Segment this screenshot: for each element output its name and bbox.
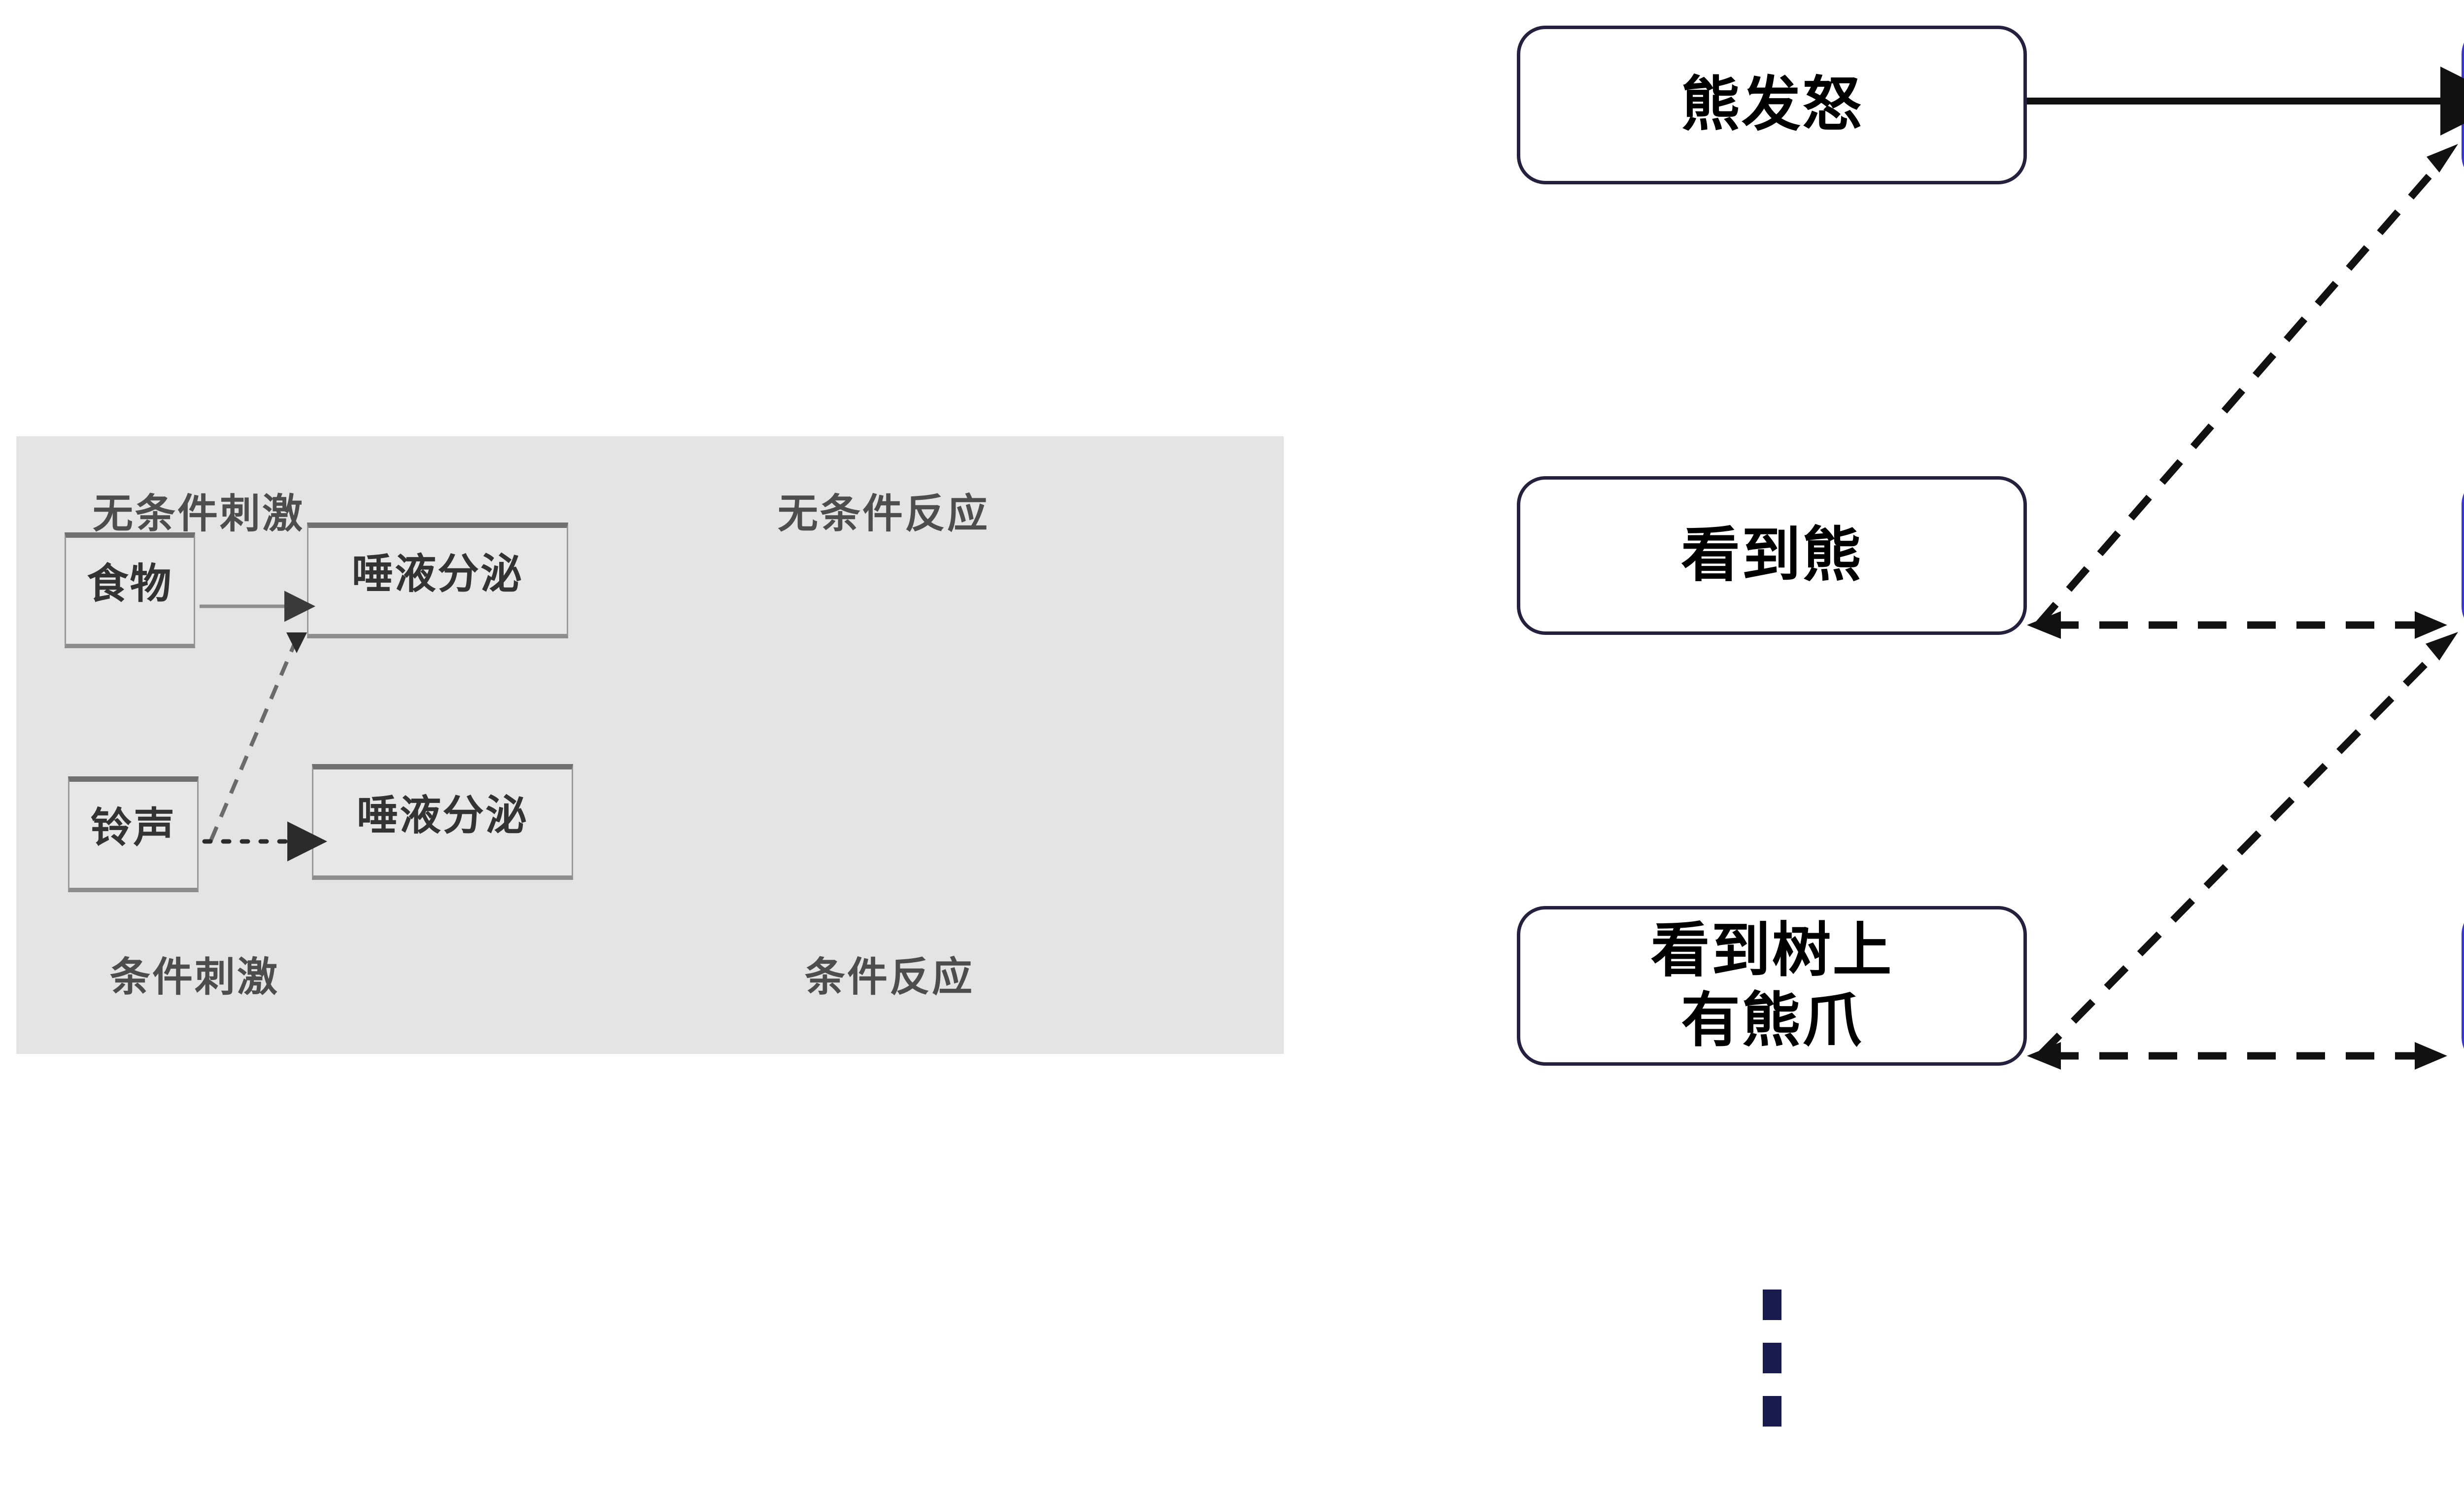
node-value-s[interactable]: V(s) [2462, 906, 2464, 1066]
label-conditioned-stimulus: 条件刺激 [110, 955, 280, 1000]
edge-see-bear-to-reward [2035, 160, 2444, 627]
box-food-label: 食物 [87, 560, 173, 607]
node-see-bear[interactable]: 看到熊 [1517, 476, 2027, 635]
arrowhead-down [286, 632, 307, 653]
node-reward[interactable]: 奖励 [2462, 26, 2464, 184]
box-bell: 铃声 [68, 776, 199, 892]
node-see-bear-claw-line1: 看到树上 [1650, 917, 1893, 984]
classical-conditioning-panel: 无条件刺激 无条件反应 食物 铃声 唾液分泌 唾液分泌 条件刺激 条件反应 [16, 436, 1284, 1054]
node-bear-angry-label: 熊发怒 [1681, 71, 1863, 138]
node-see-bear-label: 看到熊 [1681, 522, 1863, 589]
ellipsis-dot [1763, 1290, 1781, 1320]
node-see-bear-claw[interactable]: 看到树上 有熊爪 [1517, 906, 2027, 1066]
label-unconditioned-stimulus: 无条件刺激 [93, 491, 305, 536]
box-salivation-top-label: 唾液分泌 [351, 551, 523, 597]
box-salivation-bottom: 唾液分泌 [312, 764, 573, 880]
ellipsis-dot [1763, 1343, 1781, 1373]
label-unconditioned-response: 无条件反应 [778, 491, 990, 536]
box-salivation-bottom-label: 唾液分泌 [356, 792, 528, 838]
edge-see-claw-to-value-s-prime [2037, 647, 2442, 1058]
ellipsis-dot [1763, 1396, 1781, 1427]
classical-conditioning-edges [200, 591, 327, 862]
box-salivation-top: 唾液分泌 [307, 523, 568, 638]
arrowhead-left-2 [2027, 1042, 2061, 1070]
box-bell-label: 铃声 [90, 804, 176, 851]
node-see-bear-claw-label: 看到树上 有熊爪 [1651, 916, 1893, 1055]
box-food: 食物 [65, 532, 195, 648]
node-bear-angry[interactable]: 熊发怒 [1517, 26, 2027, 184]
node-value-s-prime[interactable]: V(s′) [2462, 476, 2464, 635]
arrowhead-right-2 [2415, 1042, 2447, 1070]
arrowhead-right-1 [2415, 611, 2447, 639]
node-see-bear-claw-line2: 有熊爪 [1681, 987, 1863, 1053]
arrowhead-see-claw-to-vsp [2426, 632, 2458, 661]
arrowhead-see-bear-to-reward [2427, 144, 2458, 173]
ellipsis-left-column [1763, 1290, 1781, 1449]
arrowhead-left-1 [2027, 611, 2061, 639]
label-conditioned-response: 条件反应 [805, 955, 975, 1000]
edge-bell-to-salivation-top [209, 642, 297, 841]
